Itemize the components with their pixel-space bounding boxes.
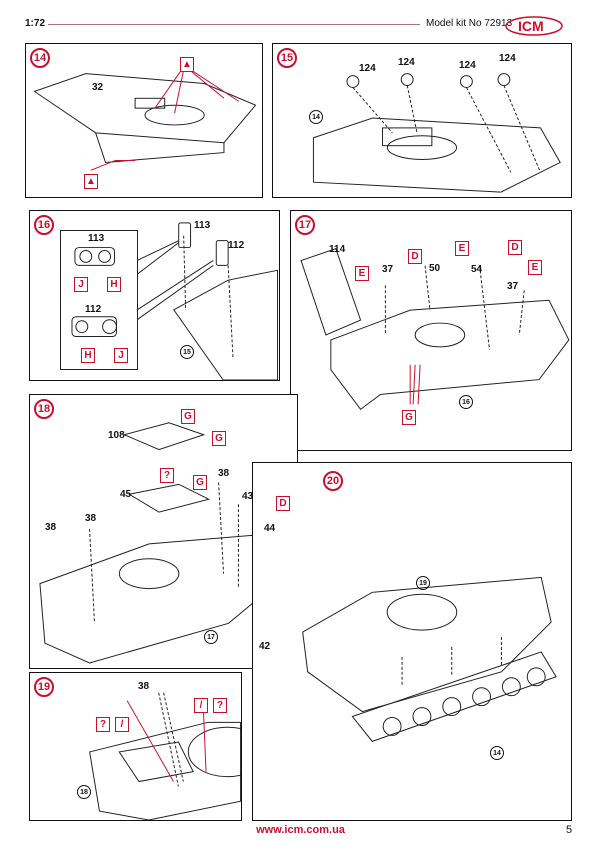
- kit-number: Model kit No 72913: [426, 18, 513, 29]
- step-number: 19: [34, 677, 54, 697]
- part-38: 38: [218, 468, 230, 479]
- part-108: 108: [108, 430, 125, 441]
- ref-step-14: 14: [309, 110, 323, 124]
- paint-brush-icon: /: [115, 717, 129, 732]
- color-tag-h: H: [107, 277, 121, 292]
- vehicle-drawing: [300, 248, 570, 411]
- page-number: 5: [566, 824, 573, 836]
- color-tag-d: D: [508, 240, 522, 255]
- color-tag-g: G: [402, 410, 416, 425]
- ref-step-19: 19: [416, 576, 430, 590]
- header-rule: [48, 24, 420, 25]
- detail-inset: [60, 230, 138, 370]
- color-tag-e: E: [528, 260, 542, 275]
- part-124: 124: [359, 63, 376, 74]
- ref-step-18: 18: [77, 785, 91, 799]
- step-19-panel: 19 38 ? / / ? 18: [29, 672, 242, 821]
- step-number: 14: [30, 48, 50, 68]
- color-tag-g: G: [181, 409, 195, 424]
- step-number: 15: [277, 48, 297, 68]
- part-54: 54: [471, 264, 483, 275]
- part-124: 124: [499, 53, 516, 64]
- part-42: 42: [259, 641, 271, 652]
- ref-step-17: 17: [204, 630, 218, 644]
- part-37: 37: [382, 264, 394, 275]
- hatch-drawing: [71, 222, 279, 380]
- part-124: 124: [459, 60, 476, 71]
- hull-drawing: [312, 73, 561, 193]
- ref-step-16: 16: [459, 395, 473, 409]
- part-38: 38: [138, 681, 150, 692]
- ref-step-14: 14: [490, 746, 504, 760]
- scale-label: 1:72: [25, 18, 46, 29]
- part-113: 113: [88, 233, 105, 244]
- color-tag-unknown: ?: [96, 717, 110, 732]
- color-tag-d: D: [276, 496, 290, 511]
- ref-step-15: 15: [180, 345, 194, 359]
- step-number: 18: [34, 399, 54, 419]
- color-tag-e: E: [355, 266, 369, 281]
- step-number: 20: [323, 471, 343, 491]
- assembled-vehicle-drawing: [302, 576, 557, 742]
- color-tag-j: J: [74, 277, 88, 292]
- step-20-panel: 20 19 14: [252, 462, 572, 821]
- part-45: 45: [120, 489, 132, 500]
- part-112: 112: [85, 304, 102, 315]
- paint-brush-icon: /: [194, 698, 208, 713]
- part-44: 44: [264, 523, 276, 534]
- part-112: 112: [228, 240, 245, 251]
- step-16-panel: 16 113 112 113 112 J H H J 15: [29, 210, 280, 381]
- step-number: 17: [295, 215, 315, 235]
- part-124: 124: [398, 57, 415, 68]
- glue-icon: ▲: [180, 57, 194, 72]
- color-tag-unknown: ?: [160, 468, 174, 483]
- color-tag-e: E: [455, 241, 469, 256]
- part-50: 50: [429, 263, 441, 274]
- website-link[interactable]: www.icm.com.ua: [256, 824, 345, 836]
- svg-text:ICM: ICM: [518, 18, 544, 34]
- part-113: 113: [194, 220, 211, 231]
- part-38: 38: [45, 522, 57, 533]
- part-32: 32: [92, 82, 104, 93]
- color-tag-h: H: [81, 348, 95, 363]
- part-37: 37: [507, 281, 519, 292]
- step-17-panel: 17 114 37 50 54 37 E D E D E G 16: [290, 210, 572, 451]
- step-number: 16: [34, 215, 54, 235]
- step-15-panel: 15 124 124 124 124 14: [272, 43, 572, 198]
- part-38: 38: [85, 513, 97, 524]
- icm-logo: ICM: [505, 16, 563, 36]
- step-14-panel: 14 32 ▲ ▲: [25, 43, 263, 198]
- part-114: 114: [329, 244, 346, 255]
- hull-top-drawing: [33, 65, 257, 171]
- color-tag-g: G: [193, 475, 207, 490]
- part-43: 43: [242, 491, 254, 502]
- vehicle-drawing: [89, 692, 241, 820]
- glue-icon: ▲: [84, 174, 98, 189]
- color-tag-unknown: ?: [213, 698, 227, 713]
- color-tag-g: G: [212, 431, 226, 446]
- color-tag-j: J: [114, 348, 128, 363]
- color-tag-d: D: [408, 249, 422, 264]
